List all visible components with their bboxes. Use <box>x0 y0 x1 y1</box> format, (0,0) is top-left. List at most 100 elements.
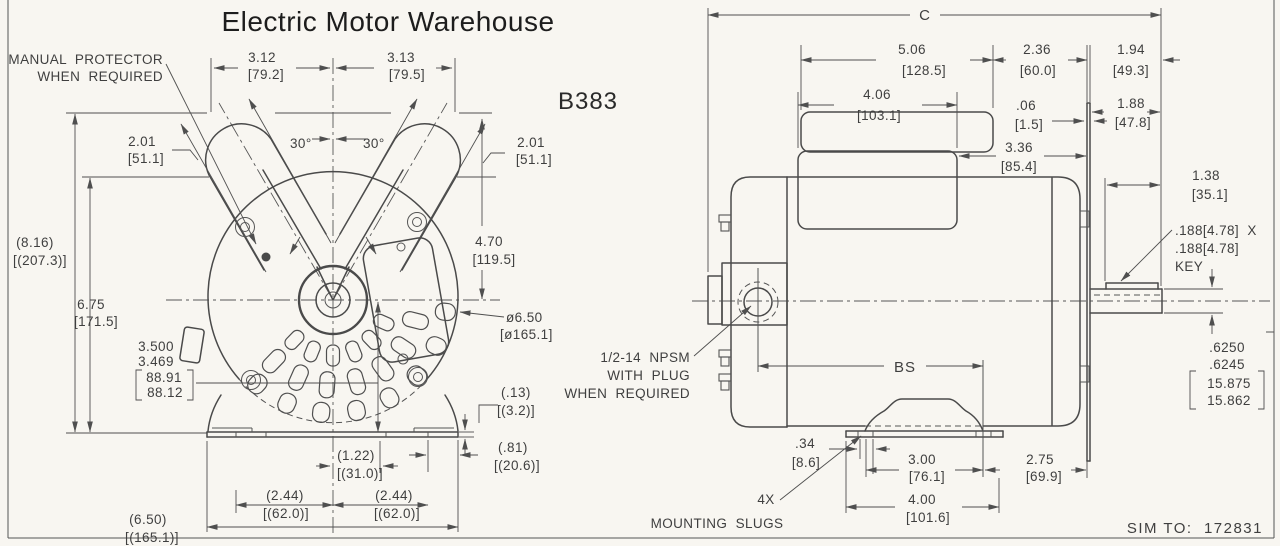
dim-3-36-in: 3.36 <box>1005 140 1033 155</box>
dim-034-in: .34 <box>795 436 815 451</box>
dim-4-00-in: 4.00 <box>908 492 936 507</box>
sim-to-number: SIM TO: 172831 <box>1127 520 1263 537</box>
dim-1-94-in: 1.94 <box>1117 42 1145 57</box>
dim-3-500-mm1: 88.91 <box>146 370 182 385</box>
dim-006-in: .06 <box>1016 98 1036 113</box>
dim-3-500-in2: 3.469 <box>138 354 174 369</box>
cover-screws <box>235 212 428 390</box>
dim-1-38-mm: [35.1] <box>1192 187 1228 202</box>
centerline-30-left <box>218 102 334 301</box>
note-npsm-1: 1/2-14 NPSM <box>600 350 690 365</box>
dim-3-36-mm: [85.4] <box>1001 159 1037 174</box>
protector-housing-right <box>339 123 462 271</box>
sheet-border <box>7 0 1275 539</box>
dim-3-00-in: 3.00 <box>908 452 936 467</box>
dim-3-12-mm: [79.2] <box>248 67 284 82</box>
angle-30-right: 30° <box>363 136 385 151</box>
mounting-slug <box>864 398 984 432</box>
model-number: B383 <box>558 88 618 115</box>
note-mounting-slugs-1: 4X <box>757 492 774 507</box>
dim-8-16-in: (8.16) <box>16 235 54 250</box>
dim-3-12-in: 3.12 <box>248 50 276 65</box>
shroud-seam-right <box>344 169 404 270</box>
dim-013-mm: [(3.2)] <box>497 403 535 418</box>
dim-2-44-right-in: (2.44) <box>375 488 413 503</box>
vent-slots <box>247 302 457 424</box>
dim-2-36-in: 2.36 <box>1023 42 1051 57</box>
motor-face-circle <box>207 170 459 380</box>
dim-081-mm: [(20.6)] <box>494 458 540 473</box>
dim-2-75-mm: [69.9] <box>1026 469 1062 484</box>
dim-1-88-mm: [47.8] <box>1115 115 1151 130</box>
rim-lug <box>179 326 205 364</box>
dim-081-in: (.81) <box>498 440 528 455</box>
dim-1-22-mm: [(31.0)] <box>337 466 383 481</box>
dim-6-50-mm: [(165.1)] <box>125 530 179 545</box>
dim-034-mm: [8.6] <box>792 455 820 470</box>
mounting-base-side <box>845 398 1004 438</box>
dim-1-88-in: 1.88 <box>1117 96 1145 111</box>
shaft <box>1089 282 1163 314</box>
side-dim-lines <box>693 8 1265 513</box>
shaft-center-hole <box>324 291 342 309</box>
dim-8-16-mm: [(207.3)] <box>13 253 67 268</box>
svg-text:WHEN REQUIRED: WHEN REQUIRED <box>37 69 163 84</box>
note-key-2: .188[4.78] <box>1175 241 1239 256</box>
conduit-box <box>797 150 958 230</box>
angle-30-left: 30° <box>290 136 312 151</box>
dim-2-01-left-in: 2.01 <box>128 134 156 149</box>
dim-006-mm: [1.5] <box>1015 117 1043 132</box>
side-view: C 5.06 [128.5] 2.36 [60.0] 1.94 [49.3] 4… <box>564 7 1270 537</box>
rim-hidden-arc <box>238 378 428 424</box>
note-key-1: .188[4.78] X <box>1175 223 1257 238</box>
front-view: Electric Motor Warehouse B383 MANUAL PRO… <box>8 6 618 545</box>
dim-3-13-mm: [79.5] <box>389 67 425 82</box>
mounting-base-front <box>206 394 459 438</box>
front-dim-lines <box>66 58 505 532</box>
dim-1-22-in: (1.22) <box>337 448 375 463</box>
shaft-boss <box>297 264 369 336</box>
dim-BS: BS <box>894 359 916 376</box>
dim-2-01-right-mm: [51.1] <box>516 152 552 167</box>
dim-6-75-in: 6.75 <box>77 297 105 312</box>
dim-dia-6-50-mm: [ø165.1] <box>500 327 553 342</box>
dim-2-75-in: 2.75 <box>1026 452 1054 467</box>
dim-013-in: (.13) <box>501 385 531 400</box>
dim-4-70-in: 4.70 <box>475 234 503 249</box>
terminal-panel <box>362 237 450 363</box>
dim-3-00-mm: [76.1] <box>909 469 945 484</box>
dim-2-01-left-mm: [51.1] <box>128 151 164 166</box>
dim-2-36-mm: [60.0] <box>1020 63 1056 78</box>
note-npsm-3: WHEN REQUIRED <box>564 386 690 401</box>
centerline-30-right <box>332 102 448 301</box>
dim-shaft-mm1: 15.875 <box>1207 376 1251 391</box>
front-endbell <box>730 176 788 428</box>
dim-2-01-right-in: 2.01 <box>517 135 545 150</box>
manual-protector-location <box>261 252 271 262</box>
page-title: Electric Motor Warehouse <box>221 6 554 37</box>
note-manual-protector: MANUAL PROTECTOR <box>8 52 163 67</box>
slugs-leader <box>779 435 862 501</box>
dim-5-06-mm: [128.5] <box>902 63 946 78</box>
note-mounting-slugs-2: MOUNTING SLUGS <box>651 516 784 531</box>
rear-flange <box>1079 102 1091 462</box>
dim-4-06-mm: [103.1] <box>857 108 901 123</box>
protector-housing-left <box>204 123 327 271</box>
dim-2-44-left-mm: [(62.0)] <box>263 506 309 521</box>
dim-C: C <box>919 7 931 24</box>
dim-4-70-mm: [119.5] <box>472 252 515 267</box>
shroud-seam-left <box>262 169 322 270</box>
dim-2-44-right-mm: [(62.0)] <box>374 506 420 521</box>
motor-shell <box>786 176 1081 427</box>
dim-1-94-mm: [49.3] <box>1113 63 1149 78</box>
note-npsm-2: WITH PLUG <box>607 368 690 383</box>
endbell-bolts <box>718 214 732 391</box>
dim-6-75-mm: [171.5] <box>74 314 118 329</box>
dim-6-50-in: (6.50) <box>129 512 167 527</box>
shaft-bore <box>315 282 351 318</box>
dim-5-06-in: 5.06 <box>898 42 926 57</box>
note-key-3: KEY <box>1175 259 1203 274</box>
dim-shaft-in1: .6250 <box>1209 340 1245 355</box>
